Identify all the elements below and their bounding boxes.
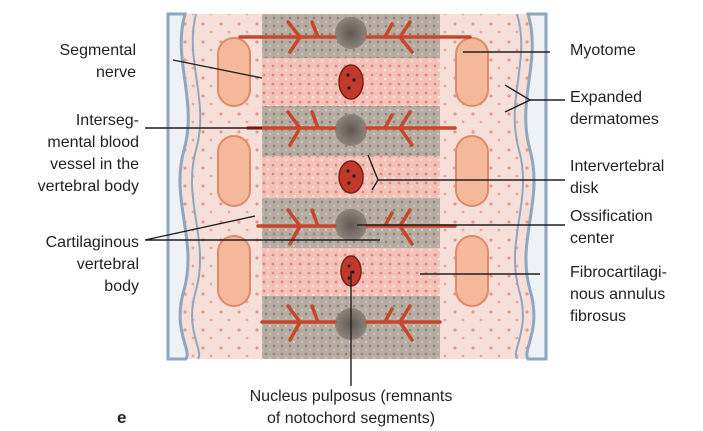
panel-letter: e bbox=[117, 408, 126, 428]
label-ossification-center: Ossification center bbox=[570, 206, 700, 250]
label-nucleus-pulposus: Nucleus pulposus (remnants of notochord … bbox=[211, 386, 491, 430]
label-intersegmental-vessel: Interseg- mental blood vessel in the ver… bbox=[4, 110, 139, 198]
label-segmental-nerve: Segmental nerve bbox=[28, 40, 136, 84]
label-myotome: Myotome bbox=[570, 40, 700, 62]
right-myotomes bbox=[456, 38, 488, 306]
label-annulus-fibrosus: Fibrocartilagi- nous annulus fibrosus bbox=[570, 262, 700, 328]
left-myotomes bbox=[218, 38, 250, 306]
label-cartilaginous-vertebral-body: Cartilaginous vertebral body bbox=[10, 232, 139, 298]
label-intervertebral-disk: Intervertebral disk bbox=[570, 156, 700, 200]
label-expanded-dermatomes: Expanded dermatomes bbox=[570, 87, 700, 131]
